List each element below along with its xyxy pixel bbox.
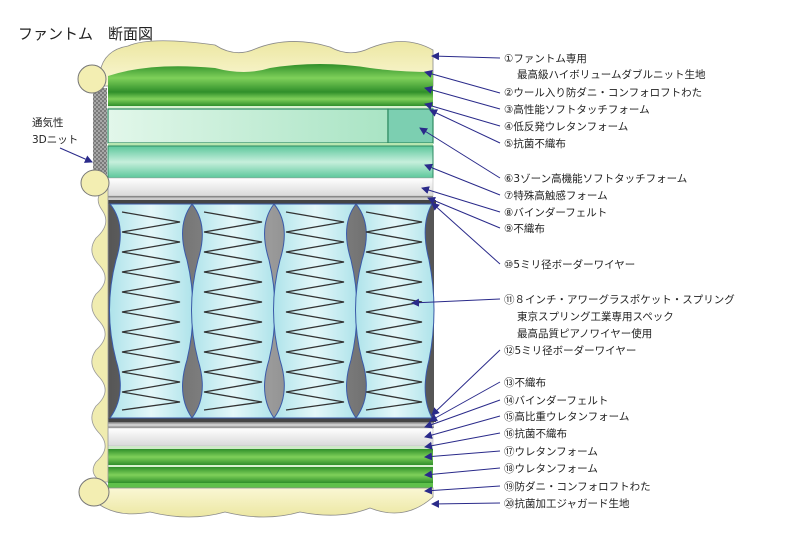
callout-c3: ③高性能ソフトタッチフォーム <box>504 103 650 116</box>
side-edge-piping <box>91 185 109 483</box>
callout-c9: ⑨不織布 <box>504 222 545 235</box>
thin-divider <box>108 106 433 109</box>
pocket-spring-1 <box>108 203 194 419</box>
low-rebound-foam-zone <box>387 108 434 144</box>
pocket-spring-3 <box>272 203 358 419</box>
callout-c14: ⑭バインダーフェルト <box>504 394 608 407</box>
diagram-title: ファントム 断面図 <box>18 25 153 43</box>
arrow-c9 <box>427 197 501 229</box>
arrow-c2 <box>424 70 501 94</box>
arrow-c3 <box>424 86 501 110</box>
urethane-foam-layer-1 <box>108 449 433 465</box>
callout-c20: ⑳抗菌加工ジャガード生地 <box>504 497 630 510</box>
callout-c11-line3: 最高品質ピアノワイヤー使用 <box>517 327 652 340</box>
soft-touch-foam-layer <box>108 92 433 106</box>
side-label-line1: 通気性 <box>32 116 64 129</box>
piping-mid-left <box>80 169 110 197</box>
arrow-c6 <box>419 127 501 179</box>
arrow-c19 <box>424 485 501 495</box>
side-label-arrow <box>59 147 93 163</box>
callout-c7: ⑦特殊高触感フォーム <box>504 189 608 202</box>
arrow-c5 <box>429 109 501 144</box>
arrow-c14 <box>424 399 501 429</box>
callout-c8: ⑧バインダーフェルト <box>504 206 607 219</box>
side-knit-strip <box>93 88 107 180</box>
urethane-foam-layer-2 <box>108 467 433 483</box>
callout-labels: ①ファントム専用 最高級ハイボリュームダブルニット生地 ②ウール入り防ダニ・コン… <box>504 53 735 510</box>
border-wire-top <box>104 200 436 204</box>
arrow-c12 <box>431 349 501 416</box>
callout-arrows <box>411 52 501 508</box>
callout-c11-line2: 東京スプリング工業専用スペック <box>517 310 674 323</box>
callout-c1-line2: 最高級ハイボリュームダブルニット生地 <box>517 68 706 81</box>
bottom-fabric-layer <box>99 487 434 518</box>
callout-c2: ②ウール入り防ダニ・コンフォロフトわた <box>504 86 702 99</box>
arrow-c1 <box>431 52 501 61</box>
pocket-spring-4 <box>354 203 435 419</box>
thin-divider-bottom <box>108 465 433 467</box>
binder-felt-bottom <box>106 422 434 428</box>
high-density-foam-layer <box>107 427 434 447</box>
low-rebound-foam-layer <box>107 108 389 144</box>
antibacterial-nonwoven-bottom <box>108 446 433 449</box>
callout-c15: ⑮高比重ウレタンフォーム <box>504 410 629 423</box>
arrow-c15 <box>424 415 501 439</box>
arrow-c17 <box>424 450 501 461</box>
arrow-c7 <box>424 163 501 196</box>
callout-c18: ⑱ウレタンフォーム <box>504 463 598 475</box>
binder-felt-top <box>108 196 433 202</box>
pocket-spring-2 <box>190 203 276 419</box>
top-wadding-layer <box>108 64 433 92</box>
antibacterial-nonwoven-top <box>108 143 433 146</box>
callout-c4: ④低反発ウレタンフォーム <box>504 120 628 133</box>
callout-c11-line1: ⑪８インチ・アワーグラスポケット・スプリング <box>504 293 735 306</box>
arrow-c10 <box>431 202 501 265</box>
arrow-c13 <box>429 381 501 422</box>
piping-bottom-left <box>78 477 110 507</box>
special-foam-layer <box>107 177 434 197</box>
arrow-c20 <box>431 499 501 508</box>
callout-c10: ⑩5ミリ径ボーダーワイヤー <box>504 258 635 271</box>
three-zone-foam-layer <box>107 145 434 179</box>
piping-top-left <box>77 64 107 94</box>
callout-c5: ⑤抗菌不織布 <box>504 137 566 150</box>
border-wire-bottom <box>104 418 436 422</box>
arrow-c16 <box>424 432 501 450</box>
arrow-c8 <box>421 186 501 213</box>
callout-c16: ⑯抗菌不織布 <box>504 427 567 440</box>
callout-c6: ⑥3ゾーン高機能ソフトタッチフォーム <box>504 172 687 185</box>
callout-c1-line1: ①ファントム専用 <box>504 53 587 65</box>
side-label-line2: 3Dニット <box>32 134 78 146</box>
callout-c17: ⑰ウレタンフォーム <box>504 446 598 458</box>
arrow-c4 <box>424 102 501 127</box>
arrow-c11 <box>411 298 501 307</box>
callout-c19: ⑲防ダニ・コンフォロフトわた <box>504 480 651 493</box>
callout-c13: ⑬不織布 <box>504 376 546 389</box>
callout-c12: ⑫5ミリ径ボーダーワイヤー <box>504 344 636 357</box>
arrow-c18 <box>424 467 501 479</box>
